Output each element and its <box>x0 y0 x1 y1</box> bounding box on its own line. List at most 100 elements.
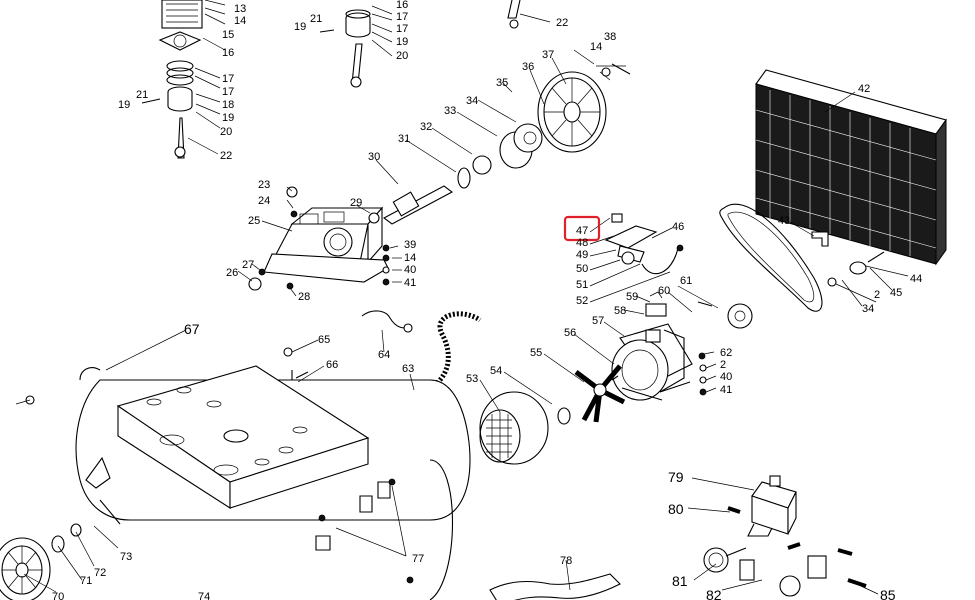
callout-13: 13 <box>234 3 246 15</box>
callout-37: 37 <box>542 49 554 61</box>
callout-22: 22 <box>556 17 568 29</box>
callout-25: 25 <box>248 215 260 227</box>
callout-60: 60 <box>658 285 670 297</box>
top-right-part-22 <box>507 0 551 29</box>
callout-28: 28 <box>298 291 310 303</box>
callout-19: 19 <box>294 21 306 33</box>
callout-80: 80 <box>668 501 684 517</box>
callout-54: 54 <box>490 365 502 377</box>
callout-66: 66 <box>326 359 338 371</box>
callout-18: 18 <box>222 99 234 111</box>
callout-81: 81 <box>672 573 688 589</box>
callout-21: 21 <box>136 89 148 101</box>
callout-26: 26 <box>226 267 238 279</box>
cylinder-head-assembly <box>141 0 226 159</box>
callout-14: 14 <box>404 252 416 264</box>
callout-2: 2 <box>720 359 726 371</box>
callout-31: 31 <box>398 133 410 145</box>
callout-53: 53 <box>466 373 478 385</box>
cooling-fan <box>557 364 626 425</box>
callout-27: 27 <box>242 259 254 271</box>
callout-14: 14 <box>590 41 602 53</box>
callout-38: 38 <box>604 31 616 43</box>
belt-guard-grille <box>755 69 947 266</box>
pressure-switch-parts <box>604 213 684 275</box>
crankcase-block <box>248 186 389 291</box>
piston-assembly-2 <box>319 5 393 88</box>
callout-24: 24 <box>258 195 270 207</box>
callout-70: 70 <box>52 591 64 600</box>
callout-32: 32 <box>420 121 432 133</box>
callout-29: 29 <box>350 197 362 209</box>
callout-33: 33 <box>444 105 456 117</box>
callout-35: 35 <box>496 77 508 89</box>
callout-21: 21 <box>310 13 322 25</box>
air-tank <box>25 365 471 600</box>
electric-motor <box>611 291 753 401</box>
callout-64: 64 <box>378 349 390 361</box>
callout-2: 2 <box>874 289 880 301</box>
callout-71: 71 <box>80 575 92 587</box>
pressure-switch-unit <box>703 475 867 597</box>
unloader-pipe <box>361 310 413 333</box>
tank-handle <box>489 573 621 600</box>
callout-50: 50 <box>576 263 588 275</box>
callout-19: 19 <box>222 112 234 124</box>
callout-67: 67 <box>184 321 200 337</box>
callout-52: 52 <box>576 295 588 307</box>
callout-85: 85 <box>880 587 896 600</box>
callout-59: 59 <box>626 291 638 303</box>
callout-45: 45 <box>890 287 902 299</box>
callout-47: 47 <box>576 225 588 237</box>
callout-46: 46 <box>672 221 684 233</box>
callout-49: 49 <box>576 249 588 261</box>
callout-15: 15 <box>222 29 234 41</box>
callout-41: 41 <box>720 384 732 396</box>
callout-73: 73 <box>120 551 132 563</box>
callout-17: 17 <box>222 86 234 98</box>
leader-lines <box>15 49 909 595</box>
flywheel <box>537 63 631 153</box>
callout-17: 17 <box>396 11 408 23</box>
callout-17: 17 <box>396 23 408 35</box>
callout-30: 30 <box>368 151 380 163</box>
braided-hose <box>411 311 482 397</box>
callout-34: 34 <box>466 95 478 107</box>
selected-part-highlight <box>563 215 601 242</box>
callout-63: 63 <box>402 363 414 375</box>
callout-79: 79 <box>668 469 684 485</box>
crankshaft-assembly <box>382 123 543 225</box>
callout-58: 58 <box>614 305 626 317</box>
callout-62: 62 <box>720 347 732 359</box>
callout-61: 61 <box>680 275 692 287</box>
callout-56: 56 <box>564 327 576 339</box>
callout-20: 20 <box>396 50 408 62</box>
fan-cover <box>479 391 549 465</box>
callout-23: 23 <box>258 179 270 191</box>
callout-20: 20 <box>220 126 232 138</box>
callout-39: 39 <box>404 239 416 251</box>
callout-34: 34 <box>862 303 874 315</box>
callout-57: 57 <box>592 315 604 327</box>
callout-48: 48 <box>576 237 588 249</box>
callout-44: 44 <box>910 273 922 285</box>
callout-55: 55 <box>530 347 542 359</box>
callout-16: 16 <box>222 47 234 59</box>
drive-belt <box>719 203 885 312</box>
callout-41: 41 <box>404 277 416 289</box>
callout-51: 51 <box>576 279 588 291</box>
callout-65: 65 <box>318 334 330 346</box>
callout-19: 19 <box>118 99 130 111</box>
callout-17: 17 <box>222 73 234 85</box>
callout-40: 40 <box>404 264 416 276</box>
callout-82: 82 <box>706 587 722 600</box>
callout-40: 40 <box>720 371 732 383</box>
callout-36: 36 <box>522 61 534 73</box>
callout-74: 74 <box>198 591 210 600</box>
callout-78: 78 <box>560 555 572 567</box>
wheel <box>0 523 82 600</box>
callout-labels: 13 14 15 16 17 17 18 19 20 22 21 19 21 1… <box>52 0 922 600</box>
callout-77: 77 <box>412 553 424 565</box>
callout-43: 43 <box>778 215 790 227</box>
